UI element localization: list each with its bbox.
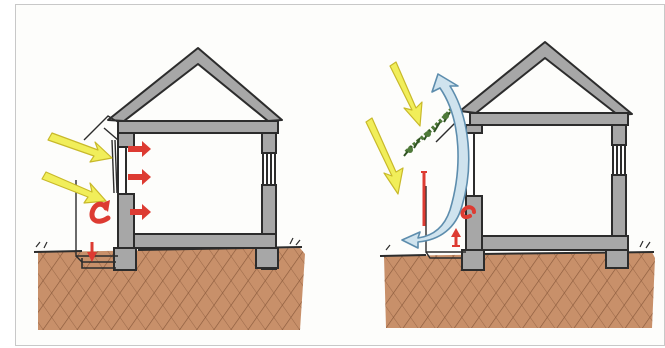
left-panel: [34, 48, 305, 330]
right-sun-arrow-2: [366, 118, 403, 194]
right-house: [460, 42, 632, 270]
left-house: [108, 48, 282, 270]
left-sun-arrow-2: [42, 172, 106, 203]
left-convection-arrow: [92, 200, 110, 221]
left-sun-arrow-1: [48, 133, 112, 162]
right-floor-heat-arrow: [451, 228, 461, 246]
right-panel: [366, 42, 655, 328]
right-sun-arrow-1: [390, 62, 422, 126]
